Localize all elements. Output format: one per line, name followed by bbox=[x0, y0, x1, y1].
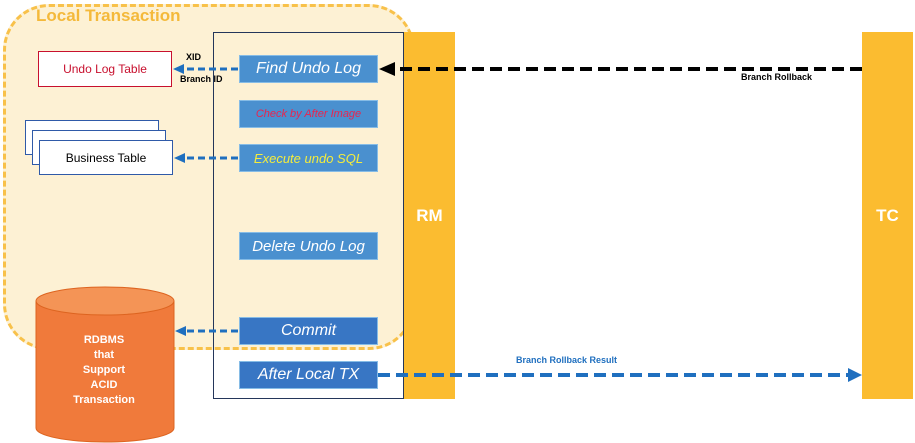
execute-undo-sql-arrow bbox=[174, 153, 238, 163]
database-label-line: RDBMS bbox=[83, 334, 125, 346]
tc-lane: TC bbox=[862, 32, 913, 399]
step-find-undo-log: Find Undo Log bbox=[239, 55, 378, 83]
step-delete-undo-log: Delete Undo Log bbox=[239, 232, 378, 260]
branch-rollback-label: Branch Rollback bbox=[741, 72, 813, 82]
step-after-local-tx: After Local TX bbox=[239, 361, 378, 389]
find-undo-log-arrow bbox=[173, 64, 238, 74]
commit-arrow bbox=[175, 326, 238, 336]
step-check-after-image: Check by After Image bbox=[239, 100, 378, 128]
branch-rollback-arrow bbox=[379, 62, 862, 76]
undo-log-table: Undo Log Table bbox=[38, 51, 172, 87]
database-label-line: Support bbox=[82, 364, 126, 376]
xid-label: XID bbox=[186, 52, 202, 62]
database-label-line: that bbox=[93, 349, 115, 361]
local-transaction-title: Local Transaction bbox=[36, 6, 181, 25]
branch-rollback-result-label: Branch Rollback Result bbox=[516, 355, 618, 365]
database-label: RDBMS that Support ACID Transaction bbox=[56, 333, 152, 408]
branch-id-label: Branch ID bbox=[180, 74, 223, 84]
step-execute-undo-sql: Execute undo SQL bbox=[239, 144, 378, 172]
database-label-line: ACID bbox=[90, 379, 118, 391]
business-table: Business Table bbox=[39, 140, 173, 175]
database-label-line: Transaction bbox=[73, 394, 135, 406]
branch-rollback-result-arrow bbox=[378, 368, 862, 382]
rm-steps-panel bbox=[213, 32, 404, 399]
rm-lane: RM bbox=[404, 32, 455, 399]
step-commit: Commit bbox=[239, 317, 378, 345]
